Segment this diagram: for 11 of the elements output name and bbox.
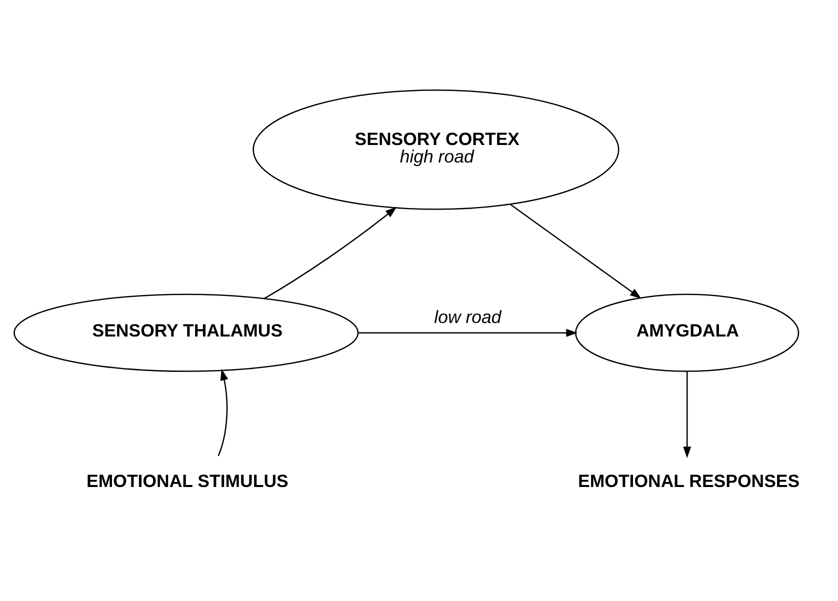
- node-ellipse: SENSORY THALAMUS: [14, 294, 359, 372]
- arrow: [218, 368, 228, 456]
- node-text: EMOTIONAL STIMULUS: [86, 471, 288, 492]
- arrow: [510, 204, 642, 299]
- arrow: [358, 328, 578, 337]
- arrow: [264, 206, 397, 299]
- edge-label: low road: [434, 306, 502, 327]
- node-ellipse: AMYGDALA: [575, 294, 800, 372]
- node-text: EMOTIONAL RESPONSES: [578, 471, 800, 492]
- node-ellipse: SENSORY CORTEX high road: [252, 89, 620, 210]
- arrow: [683, 372, 692, 458]
